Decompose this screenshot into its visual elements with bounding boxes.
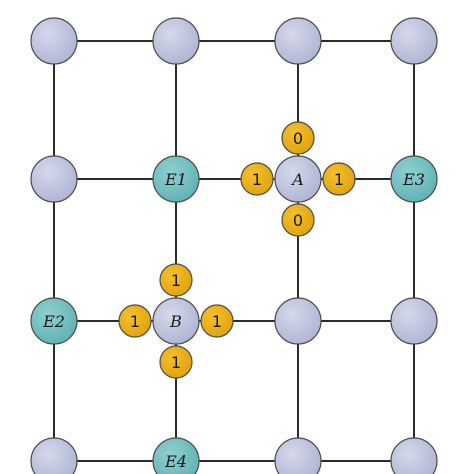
node-e2: E2 (30, 297, 78, 345)
bit-b-bottom: 1 (159, 345, 193, 379)
bit-a-top: 0 (281, 121, 315, 155)
node-circle (390, 297, 438, 345)
bit-markers: 0 1 1 0 1 1 1 1 (118, 121, 356, 379)
node-circle (30, 17, 78, 65)
bit-a-right: 1 (322, 162, 356, 196)
node-r0c2 (274, 17, 322, 65)
node-circle (274, 17, 322, 65)
bit-circle (200, 304, 234, 338)
node-r3c3 (390, 437, 438, 474)
node-circle (390, 155, 438, 203)
node-r1c0 (30, 155, 78, 203)
bit-value: 1 (334, 170, 344, 189)
node-label: E2 (42, 312, 65, 331)
bit-circle (322, 162, 356, 196)
bit-circle (240, 162, 274, 196)
node-circle (390, 437, 438, 474)
node-circle (30, 155, 78, 203)
node-r0c1 (152, 17, 200, 65)
node-r0c3 (390, 17, 438, 65)
bit-value: 1 (252, 170, 262, 189)
node-e4: E4 (152, 437, 200, 474)
node-circle (274, 437, 322, 474)
node-b: B (152, 297, 200, 345)
node-label: E4 (164, 452, 187, 471)
bit-value: 0 (293, 129, 303, 148)
bit-value: 1 (171, 353, 181, 372)
bit-circle (281, 203, 315, 237)
node-circle (390, 17, 438, 65)
bit-a-left: 1 (240, 162, 274, 196)
node-circle (152, 17, 200, 65)
grid-edges (53, 40, 415, 462)
node-e1: E1 (152, 155, 200, 203)
node-circle (274, 155, 322, 203)
bit-value: 0 (293, 211, 303, 230)
node-r3c0 (30, 437, 78, 474)
node-circle (152, 155, 200, 203)
node-label: E1 (164, 170, 187, 189)
node-r0c0 (30, 17, 78, 65)
node-r3c2 (274, 437, 322, 474)
bit-circle (159, 345, 193, 379)
bit-b-right: 1 (200, 304, 234, 338)
node-r2c2 (274, 297, 322, 345)
node-circle (274, 297, 322, 345)
node-a: A (274, 155, 322, 203)
node-label: E3 (402, 170, 425, 189)
node-r2c3 (390, 297, 438, 345)
bit-b-top: 1 (159, 263, 193, 297)
node-label: A (290, 170, 304, 189)
node-circle (152, 437, 200, 474)
bit-value: 1 (130, 312, 140, 331)
bit-circle (281, 121, 315, 155)
bit-value: 1 (171, 271, 181, 290)
bit-circle (118, 304, 152, 338)
node-circle (152, 297, 200, 345)
node-circle (30, 437, 78, 474)
bit-value: 1 (212, 312, 222, 331)
bit-b-left: 1 (118, 304, 152, 338)
bit-a-bottom: 0 (281, 203, 315, 237)
node-e3: E3 (390, 155, 438, 203)
node-label: B (169, 312, 182, 331)
bit-circle (159, 263, 193, 297)
node-circle (30, 297, 78, 345)
